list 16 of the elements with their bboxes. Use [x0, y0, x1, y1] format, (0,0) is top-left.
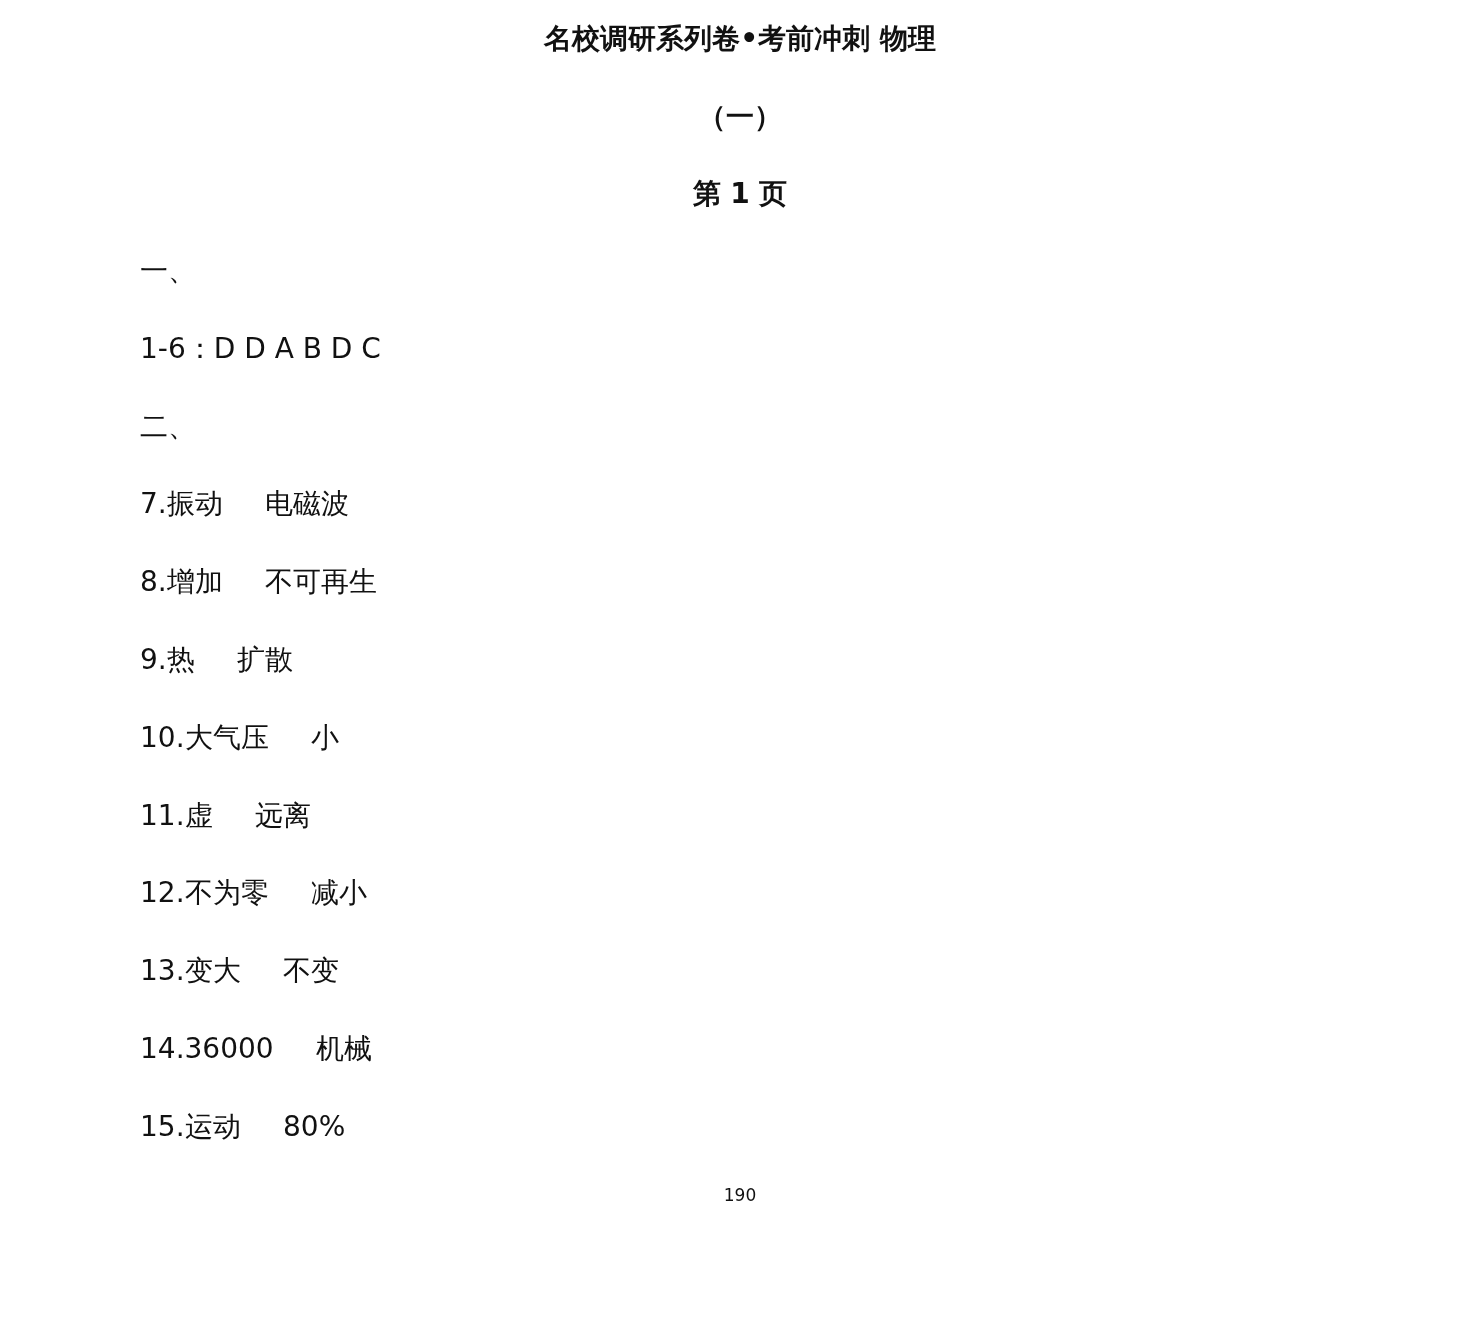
answer-text: 12.不为零 减小 — [140, 876, 368, 910]
answer-text: 11.虚 远离 — [140, 798, 312, 833]
answer-text: 9.热 扩散 — [140, 643, 294, 677]
answer-text: 15.运动 80% — [140, 1109, 346, 1144]
section-heading: （一） — [698, 100, 782, 134]
section-number: 一、 — [140, 254, 196, 288]
answer-text: 1-6：D D A B D C — [140, 331, 381, 366]
answer-text: 7.振动 电磁波 — [140, 487, 350, 521]
answer-text: 14.36000 机械 — [140, 1032, 373, 1066]
answer-text: 8.增加 不可再生 — [140, 565, 378, 599]
page-heading: 第 1 页 — [692, 177, 788, 211]
answer-text: 10.大气压 小 — [140, 720, 340, 755]
page-number: 190 — [723, 1185, 757, 1206]
section-number: 二、 — [140, 409, 196, 444]
page-title: 名校调研系列卷•考前冲刺 物理 — [544, 22, 936, 56]
answer-text: 13.变大 不变 — [140, 954, 340, 988]
